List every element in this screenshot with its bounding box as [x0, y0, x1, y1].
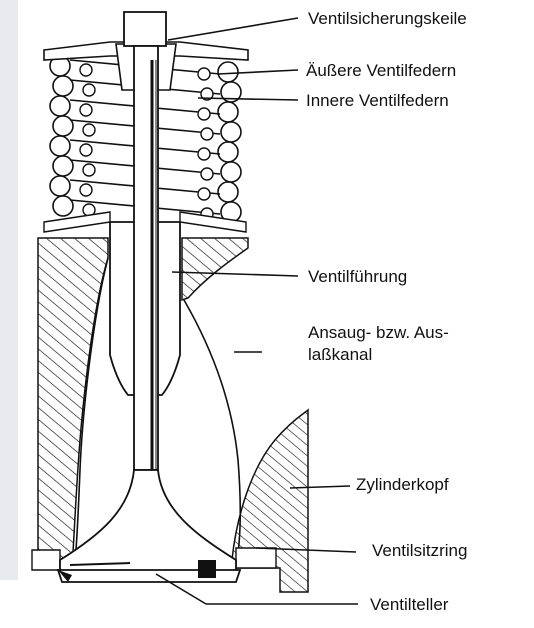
inner-spring-coil	[197, 187, 211, 201]
outer-spring-coil	[220, 121, 242, 143]
outer-spring-coil	[52, 155, 74, 177]
outer-spring-coil	[217, 61, 239, 83]
outer-spring-coil	[52, 195, 74, 217]
inner-spring-coil	[82, 123, 96, 137]
label-seat-ring: Ventilsitzring	[372, 541, 468, 560]
outer-spring-coil	[49, 175, 71, 197]
inner-spring-coil	[79, 63, 93, 77]
seat-ring-right	[235, 547, 277, 569]
outer-spring-coil	[52, 75, 74, 97]
port-right-wall	[183, 299, 241, 567]
outer-spring-coil	[217, 101, 239, 123]
label-port-line2: laßkanal	[308, 345, 373, 364]
inner-spring-coil	[197, 107, 211, 121]
cylinder-head-left	[37, 237, 109, 569]
label-valve-keepers: Ventilsicherungskeile	[308, 9, 467, 28]
outer-spring-coil	[217, 181, 239, 203]
label-inner-springs: Innere Ventilfedern	[306, 91, 449, 110]
inner-spring-coil	[197, 67, 211, 81]
label-cylinder-head: Zylinderkopf	[356, 475, 449, 494]
valve-disc	[59, 469, 237, 573]
outer-spring-coil	[220, 161, 242, 183]
label-port-line1: Ansaug- bzw. Aus-	[308, 323, 449, 342]
valve-stem-tip	[123, 11, 167, 47]
inner-spring-coil	[79, 103, 93, 117]
inner-spring-coil	[200, 127, 214, 141]
inner-spring-coil	[200, 87, 214, 101]
inner-springs	[79, 63, 214, 221]
port-left-wall	[73, 257, 109, 569]
spring-seat-right	[179, 211, 247, 233]
label-outer-springs: Äußere Ventilfedern	[306, 61, 457, 80]
inner-spring-coil	[82, 163, 96, 177]
inner-spring-coil	[82, 83, 96, 97]
spring-seat-left	[43, 211, 111, 233]
cylinder-head-right-lower	[231, 408, 309, 593]
inner-spring-coil	[200, 167, 214, 181]
label-valve-head: Ventilteller	[370, 595, 449, 614]
valve-stem	[133, 45, 159, 471]
seat-ring	[31, 549, 61, 571]
inner-spring-coil	[197, 147, 211, 161]
label-valve-guide: Ventilführung	[308, 267, 408, 286]
inner-spring-coil	[79, 143, 93, 157]
cylinder-head-right-upper	[181, 237, 249, 302]
leader-lines	[155, 17, 358, 605]
outer-spring-coil	[217, 141, 239, 163]
left-margin-strip	[0, 0, 18, 580]
inner-spring-coil	[79, 183, 93, 197]
outer-spring-coil	[52, 115, 74, 137]
valve-disc-face	[56, 569, 242, 583]
outer-spring-coil	[49, 135, 71, 157]
outer-spring-coil	[49, 95, 71, 117]
